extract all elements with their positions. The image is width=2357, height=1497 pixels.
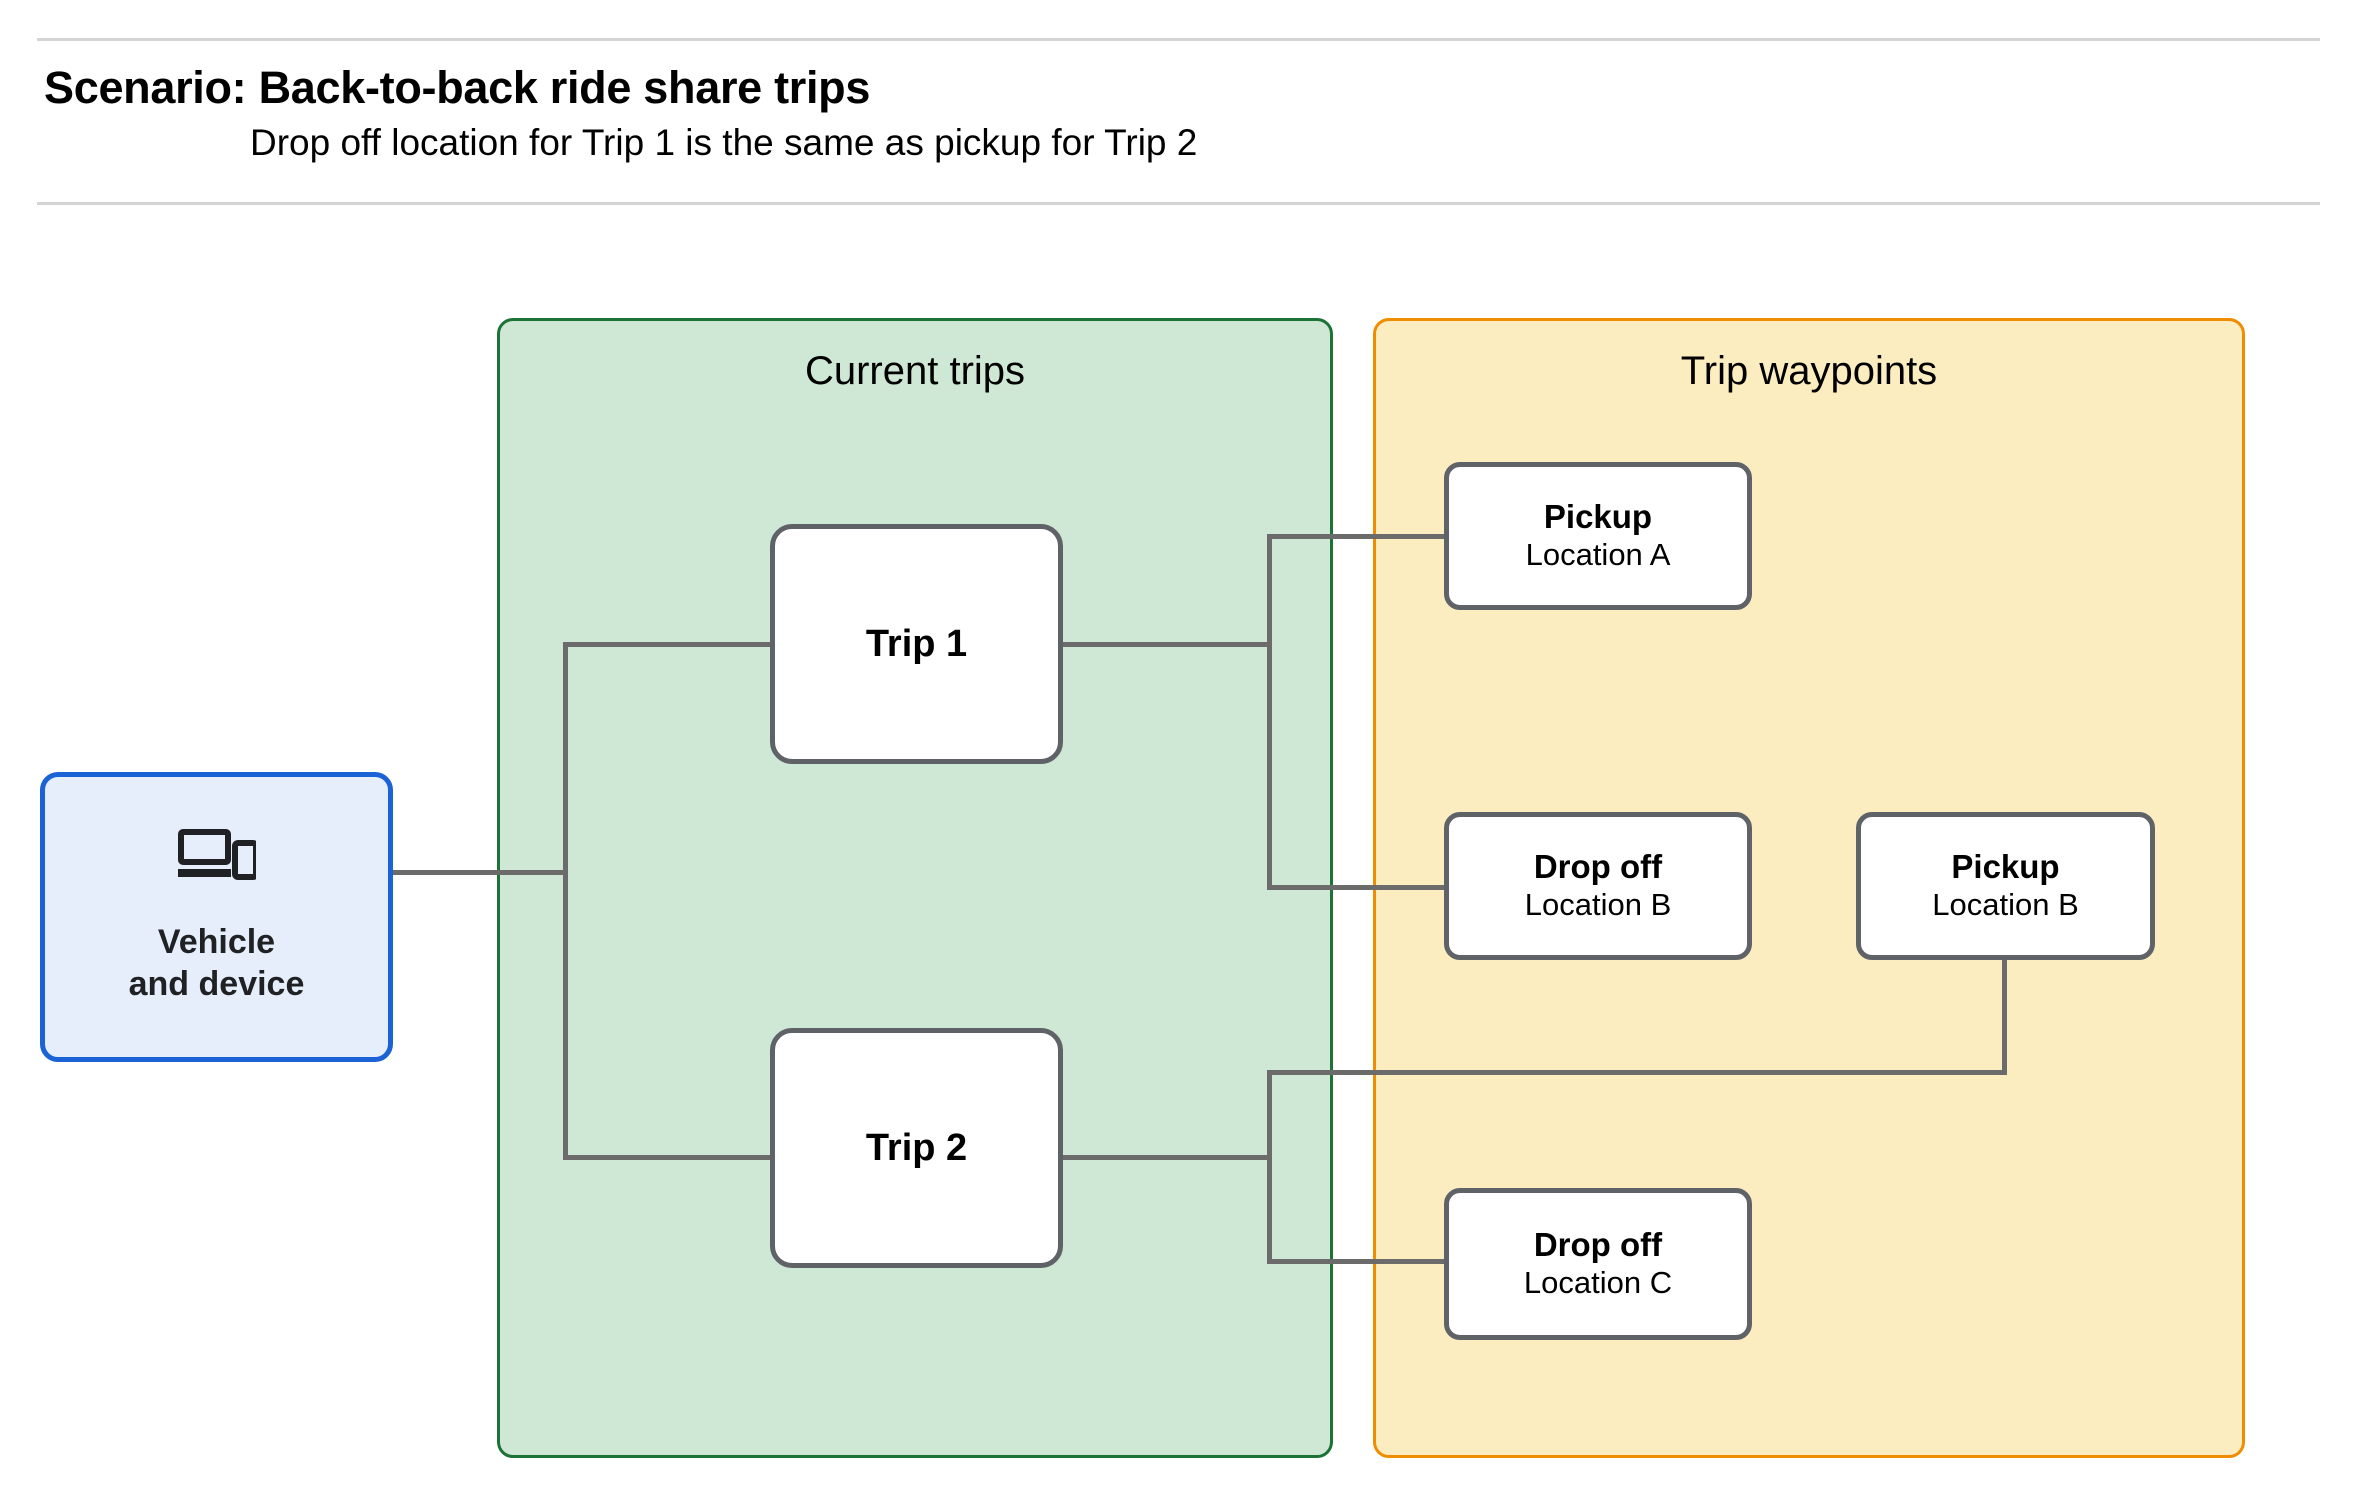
vehicle-and-device-label: Vehicle and device: [128, 922, 305, 1004]
page-subtitle: Drop off location for Trip 1 is the same…: [250, 122, 1198, 163]
connector-trip-2-to-pickup-b: [1267, 1070, 2007, 1075]
connector-trip-2-to-dropoff-c: [1267, 1259, 1447, 1264]
connector-left-bus: [563, 642, 568, 1160]
connector-trip-1-to-pickup-a: [1267, 534, 1447, 539]
waypoint-dropoff-location-b[interactable]: Drop off Location B: [1444, 812, 1752, 960]
connector-pickup-b-drop: [2002, 955, 2007, 1075]
vehicle-and-device-node[interactable]: Vehicle and device: [40, 772, 393, 1062]
waypoint-pickup-location-a[interactable]: Pickup Location A: [1444, 462, 1752, 610]
connector-trip-1-waypoint-bus: [1267, 534, 1272, 890]
connector-bus-to-trip-2: [563, 1155, 773, 1160]
connector-trip-1-to-bus: [1060, 642, 1272, 647]
connector-vehicle-to-bus: [393, 870, 568, 875]
trip-1-label: Trip 1: [865, 622, 968, 665]
header-divider-bottom: [37, 202, 2320, 205]
waypoint-location: Location C: [1523, 1265, 1673, 1301]
waypoint-location: Location B: [1524, 887, 1672, 923]
group-current-trips: Current trips: [497, 318, 1333, 1458]
group-trip-waypoints-title: Trip waypoints: [1680, 349, 1938, 393]
connector-trip-1-to-dropoff-b: [1267, 885, 1447, 890]
trip-1-node[interactable]: Trip 1: [770, 524, 1063, 764]
waypoint-pickup-location-b[interactable]: Pickup Location B: [1856, 812, 2155, 960]
devices-icon: [177, 828, 256, 880]
group-current-trips-title: Current trips: [804, 349, 1026, 393]
waypoint-kind: Pickup: [1543, 498, 1653, 536]
connector-trip-2-to-bus: [1060, 1155, 1272, 1160]
header-divider-top: [37, 38, 2320, 41]
waypoint-kind: Drop off: [1533, 1226, 1663, 1264]
waypoint-location: Location A: [1525, 537, 1671, 573]
waypoint-kind: Pickup: [1951, 848, 2060, 886]
waypoint-location: Location B: [1932, 887, 2079, 923]
connector-trip-2-waypoint-bus: [1267, 1070, 1272, 1264]
waypoint-dropoff-location-c[interactable]: Drop off Location C: [1444, 1188, 1752, 1340]
page-title: Scenario: Back-to-back ride share trips: [44, 62, 871, 113]
trip-2-node[interactable]: Trip 2: [770, 1028, 1063, 1268]
trip-2-label: Trip 2: [865, 1126, 968, 1169]
waypoint-kind: Drop off: [1533, 848, 1663, 886]
connector-bus-to-trip-1: [563, 642, 773, 647]
